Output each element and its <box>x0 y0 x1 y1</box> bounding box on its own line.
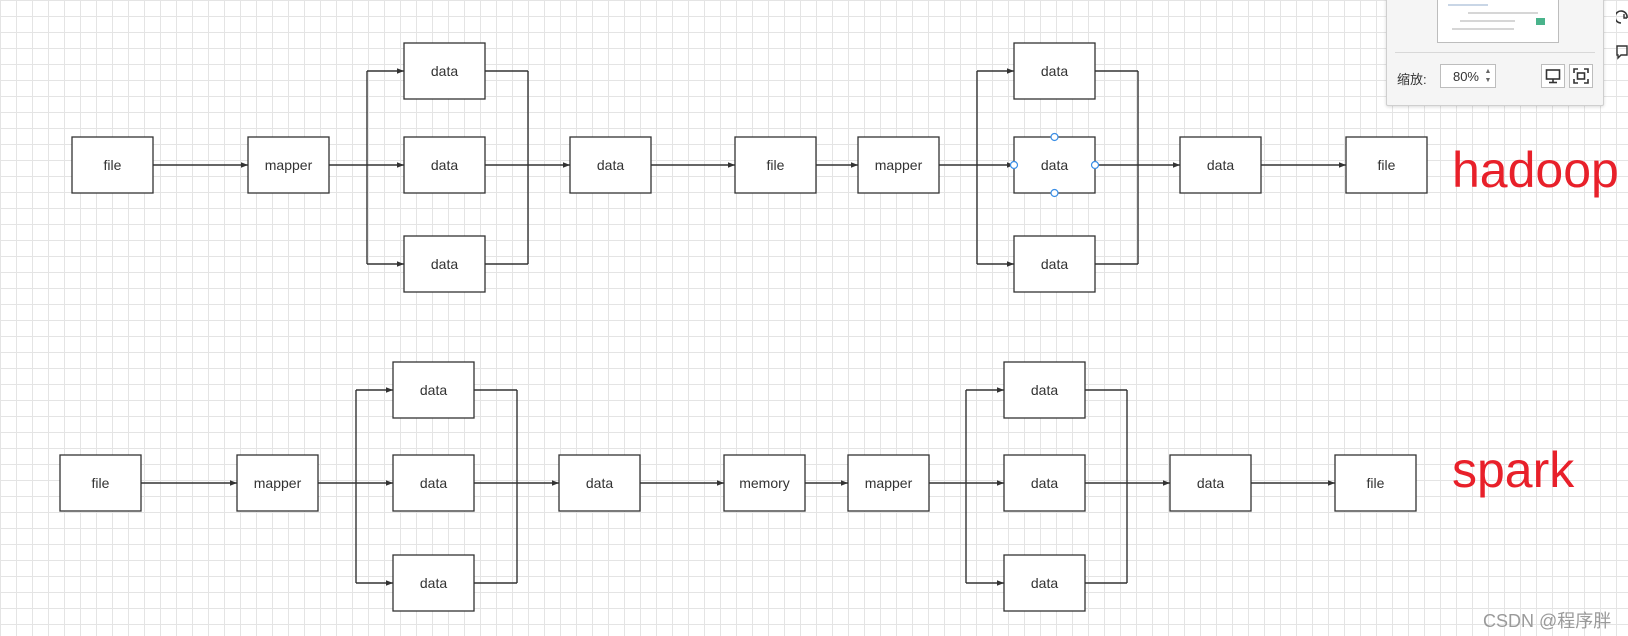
hadoop-node-data-mid[interactable]: data <box>403 136 486 194</box>
zoom-spinner[interactable]: ▲ ▼ <box>1483 67 1493 85</box>
spark-node-data-mid[interactable]: data <box>392 454 475 512</box>
handle-left <box>1009 160 1019 170</box>
node-label: data <box>431 256 458 272</box>
node-label: file <box>767 157 785 173</box>
navigator-panel: 缩放: 80% ▲ ▼ <box>1386 0 1604 106</box>
node-label: data <box>1041 157 1068 173</box>
hadoop-node-mapper-1[interactable]: mapper <box>247 136 330 194</box>
chevron-up-icon[interactable]: ▲ <box>1484 68 1492 75</box>
spark-label[interactable]: spark <box>1452 442 1575 498</box>
node-label: data <box>1207 157 1234 173</box>
handle-right <box>1090 160 1100 170</box>
handle-bottom <box>1050 188 1059 198</box>
comment-icon[interactable] <box>1616 45 1628 60</box>
hadoop-node-file-2[interactable]: file <box>734 136 817 194</box>
hadoop-node-data-top[interactable]: data <box>403 42 486 100</box>
hadoop-node-mapper-2[interactable]: mapper <box>857 136 940 194</box>
presentation-icon <box>1545 69 1561 84</box>
spark-node-file-1[interactable]: file <box>59 454 142 512</box>
chevron-down-icon[interactable]: ▼ <box>1484 77 1492 84</box>
history-icon[interactable] <box>1616 10 1628 24</box>
spark-node-data-bottom[interactable]: data <box>392 554 475 612</box>
node-label: mapper <box>265 157 313 173</box>
node-label: mapper <box>875 157 923 173</box>
hadoop-nodes: file mapper data data data data file ma <box>71 42 1428 293</box>
spark-node-mapper-1[interactable]: mapper <box>236 454 319 512</box>
spark-node-data-merged-2[interactable]: data <box>1169 454 1252 512</box>
selection-handles[interactable] <box>1009 132 1100 198</box>
hadoop-node-data-top-2[interactable]: data <box>1013 42 1096 100</box>
node-label: mapper <box>865 475 913 491</box>
spark-node-mapper-2[interactable]: mapper <box>847 454 930 512</box>
hadoop-node-data-bottom[interactable]: data <box>403 235 486 293</box>
spark-node-memory[interactable]: memory <box>723 454 806 512</box>
navigator-thumbnail[interactable] <box>1437 0 1559 43</box>
zoom-label: 缩放: <box>1397 72 1427 87</box>
handle-top <box>1050 132 1059 142</box>
node-label: data <box>1031 575 1058 591</box>
hadoop-node-data-merged-2[interactable]: data <box>1179 136 1262 194</box>
spark-node-data-merged[interactable]: data <box>558 454 641 512</box>
hadoop-node-data-mid-2-selected[interactable]: data <box>1013 136 1096 194</box>
hadoop-node-data-bottom-2[interactable]: data <box>1013 235 1096 293</box>
spark-node-data-bottom-2[interactable]: data <box>1003 554 1086 612</box>
node-label: file <box>92 475 110 491</box>
spark-nodes: file mapper data data data data memory <box>59 361 1417 612</box>
watermark: CSDN @程序胖 <box>1483 611 1612 631</box>
fit-to-screen-button[interactable] <box>1569 64 1593 88</box>
zoom-value: 80% <box>1452 69 1479 84</box>
node-label: data <box>1031 475 1058 491</box>
node-label: file <box>104 157 122 173</box>
presentation-button[interactable] <box>1541 64 1565 88</box>
node-label: data <box>431 157 458 173</box>
spark-node-data-top[interactable]: data <box>392 361 475 419</box>
navigator-divider <box>1395 52 1595 53</box>
hadoop-node-file-3[interactable]: file <box>1345 136 1428 194</box>
node-label: data <box>420 475 447 491</box>
node-label: memory <box>739 475 790 491</box>
hadoop-label[interactable]: hadoop <box>1452 142 1619 198</box>
node-label: data <box>1197 475 1224 491</box>
spark-node-file-3[interactable]: file <box>1334 454 1417 512</box>
node-label: data <box>420 382 447 398</box>
node-label: data <box>597 157 624 173</box>
spark-node-data-top-2[interactable]: data <box>1003 361 1086 419</box>
node-label: data <box>1041 63 1068 79</box>
hadoop-node-file-1[interactable]: file <box>71 136 154 194</box>
hadoop-edges <box>153 68 1346 267</box>
node-label: data <box>1031 382 1058 398</box>
side-toolbar <box>1616 10 1628 60</box>
node-label: mapper <box>254 475 302 491</box>
hadoop-node-data-merged[interactable]: data <box>569 136 652 194</box>
spark-node-data-mid-2[interactable]: data <box>1003 454 1086 512</box>
spark-edges <box>141 387 1335 586</box>
node-label: file <box>1367 475 1385 491</box>
node-label: file <box>1378 157 1396 173</box>
node-label: data <box>1041 256 1068 272</box>
node-label: data <box>586 475 613 491</box>
fit-screen-icon <box>1573 68 1589 84</box>
node-label: data <box>420 575 447 591</box>
zoom-input[interactable]: 80% ▲ ▼ <box>1440 64 1496 88</box>
node-label: data <box>431 63 458 79</box>
